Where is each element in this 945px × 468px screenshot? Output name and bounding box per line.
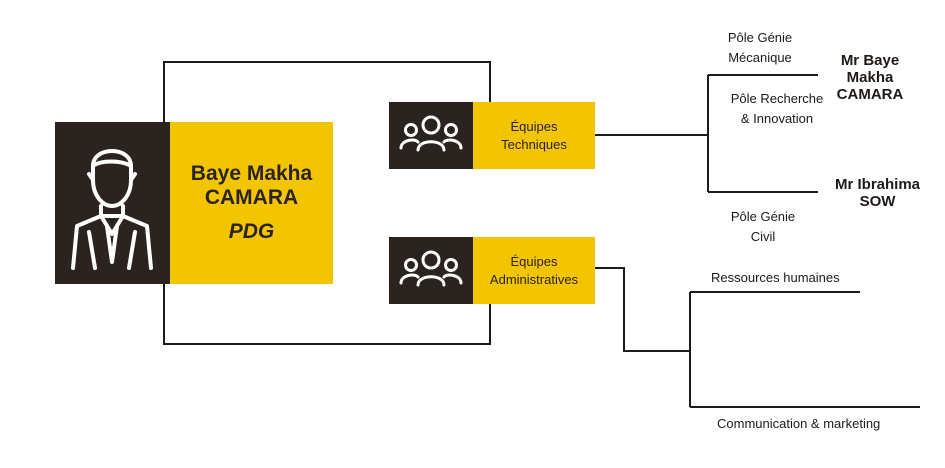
pole-label-line1: Pôle Génie <box>727 30 793 45</box>
group-icon <box>399 115 463 152</box>
tech-team-label-line2: Techniques <box>501 136 567 152</box>
lead-name-line1: Mr Ibrahima <box>834 176 921 193</box>
tech-team-card: Équipes Techniques <box>473 102 595 169</box>
lead-name-line2: SOW <box>859 193 896 210</box>
ceo-card: Baye Makha CAMARA PDG <box>170 122 333 284</box>
lead-name-line3: CAMARA <box>836 86 904 103</box>
pole-genie-civil: Pôle Génie Civil <box>708 207 818 247</box>
lead-baye-makha-camara: Mr Baye Makha CAMARA <box>820 52 920 103</box>
pole-label-line1: Pôle Génie <box>730 209 796 224</box>
dept-communication-marketing: Communication & marketing <box>717 416 881 431</box>
ceo-role: PDG <box>228 220 275 243</box>
admin-team-card: Équipes Administratives <box>473 237 595 304</box>
lead-name-line2: Makha <box>846 69 894 86</box>
pole-label-line1: Pôle Recherche <box>730 91 824 106</box>
lead-ibrahima-sow: Mr Ibrahima SOW <box>815 176 940 210</box>
ceo-avatar-box <box>55 122 170 284</box>
pole-label-line2: Civil <box>750 229 776 244</box>
pole-recherche-innovation: Pôle Recherche & Innovation <box>712 89 842 129</box>
tech-team-label-line1: Équipes <box>510 118 558 134</box>
lead-name-line1: Mr Baye <box>840 52 900 69</box>
businessman-icon <box>71 149 153 270</box>
admin-team-icon-box <box>389 237 473 304</box>
ceo-name-line2: CAMARA <box>204 186 299 209</box>
group-icon <box>399 250 463 287</box>
pole-label-line2: Mécanique <box>728 50 792 65</box>
admin-team-label-line1: Équipes <box>510 253 558 269</box>
tech-team-icon-box <box>389 102 473 169</box>
admin-branch-line <box>595 267 690 352</box>
pole-genie-mecanique: Pôle Génie Mécanique <box>700 28 820 68</box>
pole-label-line2: & Innovation <box>740 111 814 126</box>
dept-ressources-humaines: Ressources humaines <box>711 270 840 285</box>
ceo-to-teams-connector <box>163 61 491 122</box>
ceo-name-line1: Baye Makha <box>190 162 313 185</box>
ceo-to-admin-connector <box>163 284 491 345</box>
admin-team-label-line2: Administratives <box>489 271 579 287</box>
